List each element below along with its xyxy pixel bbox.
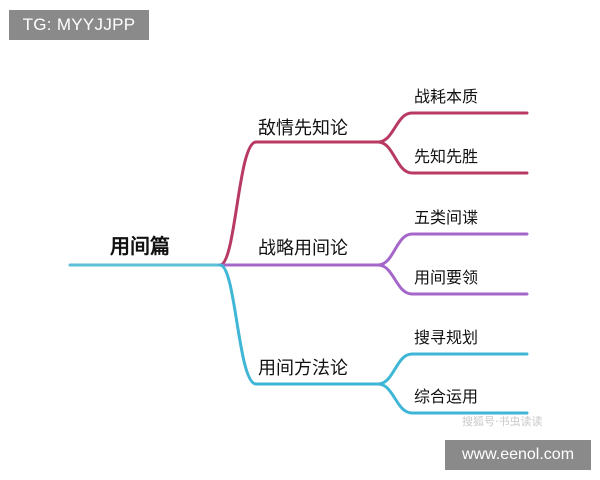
branch-1-leaf-2-connector: [376, 140, 529, 175]
branch-1-label: 敌情先知论: [258, 118, 348, 139]
source-watermark: 搜狐号·书虫读读: [462, 415, 543, 428]
branch-1-leaf-1-label: 战耗本质: [414, 87, 478, 106]
branch-2-leaf-2-label: 用间要领: [414, 268, 478, 287]
branch-3-label: 用间方法论: [258, 358, 348, 379]
branch-3-leaf-2-label: 综合运用: [414, 387, 478, 406]
branch-1-leaf-1-connector: [376, 111, 529, 144]
branch-2-leaf-1-label: 五类间谍: [414, 208, 478, 227]
branch-3-connector: [218, 263, 380, 386]
branch-3-leaf-1-label: 搜寻规划: [414, 328, 478, 347]
branch-3-leaf-2-connector: [376, 382, 529, 415]
site-url-overlay: www.eenol.com: [445, 440, 591, 470]
tg-tag-overlay: TG: MYYJJPP: [9, 10, 149, 40]
branch-1-connector: [218, 140, 380, 267]
branch-2-leaf-1-connector: [376, 232, 529, 267]
root-label: 用间篇: [110, 234, 170, 258]
branch-2-leaf-2-connector: [376, 263, 529, 296]
branch-2-label: 战略用间论: [258, 238, 348, 259]
branch-1-leaf-2-label: 先知先胜: [414, 147, 478, 166]
branch-3-leaf-1-connector: [376, 352, 529, 386]
